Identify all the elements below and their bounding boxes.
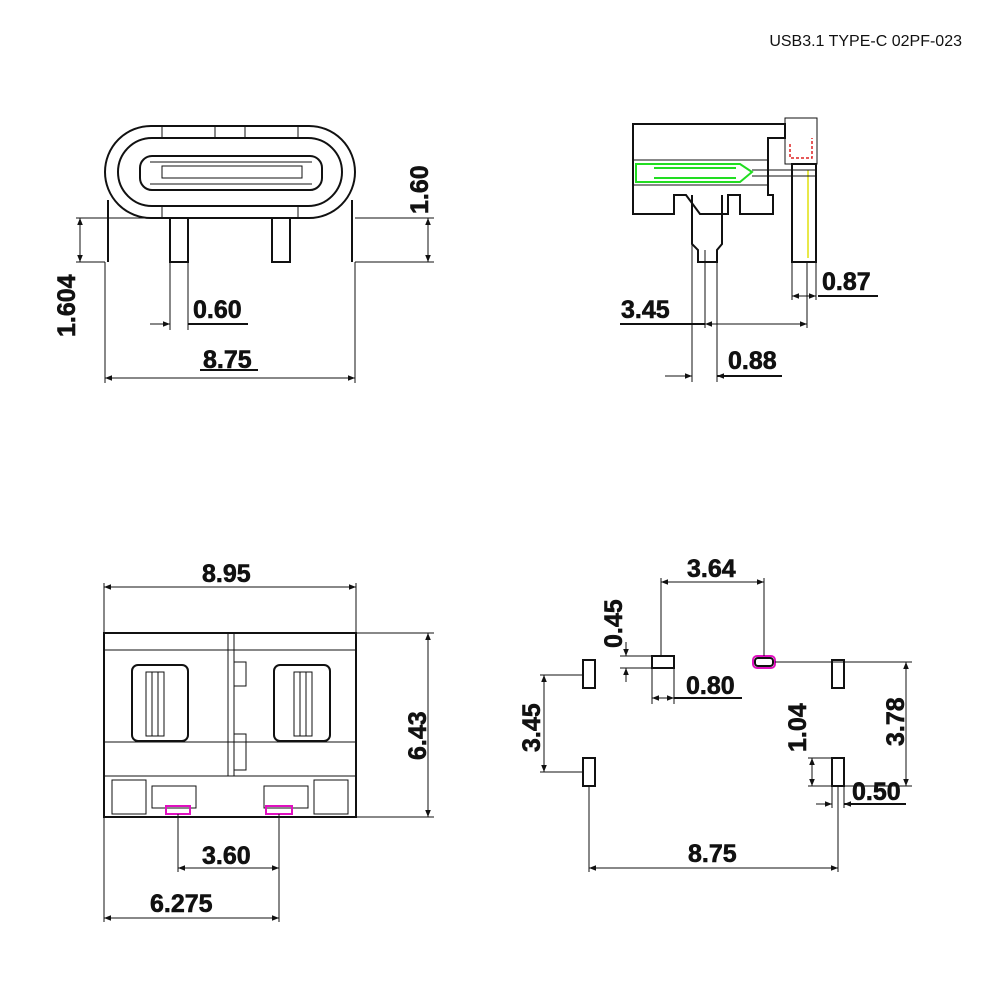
fp-dim-pad-height: 0.45: [600, 599, 628, 648]
fp-dim-left-spacing: 3.45: [518, 703, 546, 752]
top-view: [103, 583, 434, 922]
front-view: [76, 125, 434, 383]
top-dim-pad-spacing: 3.60: [202, 842, 251, 870]
front-housing-outer: [104, 125, 356, 219]
front-dim-height: 1.60: [406, 165, 434, 214]
side-contact-pin: [691, 195, 723, 263]
side-rear-tail: [791, 163, 817, 263]
side-green-highlight: [635, 163, 754, 183]
side-red-highlight: [789, 138, 813, 159]
fp-pad-right-upper: [831, 659, 845, 689]
top-left-window: [131, 664, 189, 742]
top-dim-body-depth: 6.43: [404, 711, 432, 760]
top-pad-right: [265, 805, 293, 815]
front-dim-pin-height: 1.604: [53, 274, 81, 337]
front-housing-inner: [117, 137, 343, 207]
fp-dim-slot-width: 0.50: [852, 778, 901, 806]
fp-dim-slot-length: 1.04: [784, 703, 812, 752]
top-dim-edge-offset: 6.275: [150, 890, 213, 918]
fp-pad-right-lower: [831, 757, 845, 787]
side-view: [620, 117, 878, 382]
side-dim-tail-width: 0.87: [822, 268, 871, 296]
top-body-outline: [103, 632, 357, 818]
fp-dim-pad-pitch: 3.64: [687, 555, 736, 583]
top-pad-left: [165, 805, 191, 815]
fp-pad-center-left: [651, 655, 675, 669]
fp-dim-pad-width: 0.80: [686, 672, 735, 700]
side-dim-tail-offset: 3.45: [621, 296, 670, 324]
side-dim-pin-width: 0.88: [728, 347, 777, 375]
front-dim-total-width: 8.75: [203, 346, 252, 374]
front-pin-left: [169, 217, 189, 263]
front-pin-right: [271, 217, 291, 263]
side-housing: [632, 123, 786, 215]
top-dim-body-width: 8.95: [202, 560, 251, 588]
fp-dim-right-spacing: 3.78: [882, 697, 910, 746]
top-right-window: [273, 664, 331, 742]
front-tongue-slot: [139, 155, 323, 191]
fp-pad-left-upper: [582, 659, 596, 689]
fp-dim-total-width: 8.75: [688, 840, 737, 868]
part-title: USB3.1 TYPE-C 02PF-023: [769, 33, 962, 50]
footprint-view: [540, 578, 912, 872]
front-dim-pin-width: 0.60: [193, 296, 242, 324]
front-tongue: [161, 165, 303, 179]
fp-pad-left-lower: [582, 757, 596, 787]
